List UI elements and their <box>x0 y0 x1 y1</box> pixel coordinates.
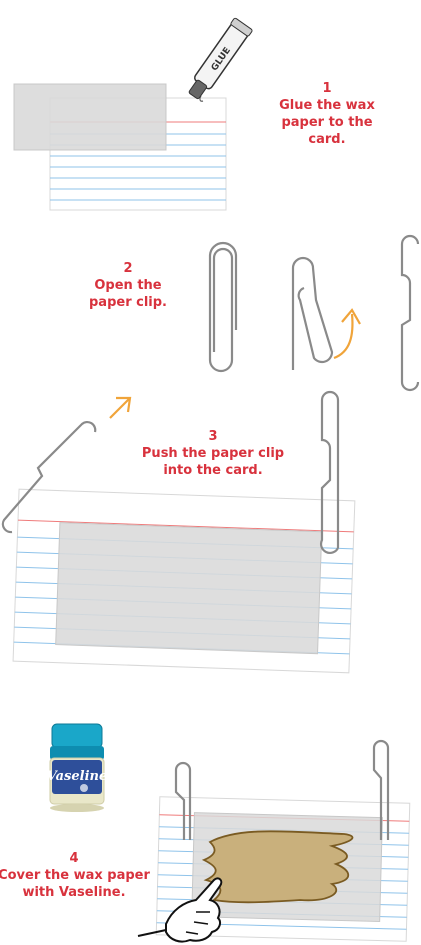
step-4-number: 4 <box>0 850 174 867</box>
step-2-text: 2 Open the paper clip. <box>68 260 188 311</box>
push-arrow-icon <box>110 398 130 418</box>
step-3-line-2: into the card. <box>98 462 328 479</box>
step-4-line-2: with Vaseline. <box>0 884 174 901</box>
step-2-line-2: paper clip. <box>68 294 188 311</box>
jar-label: Vaseline <box>47 769 108 784</box>
vaseline-smear <box>204 831 353 902</box>
step-2-number: 2 <box>68 260 188 277</box>
step-2-line-1: Open the <box>68 277 188 294</box>
vaseline-jar: Vaseline <box>47 724 108 812</box>
step-4-line-1: Cover the wax paper <box>0 867 174 884</box>
step-1-text: 1 Glue the wax paper to the card. <box>262 80 392 148</box>
step-3-line-1: Push the paper clip <box>98 445 328 462</box>
glue-tube-icon: GLUE <box>184 18 252 103</box>
step-1-line-3: card. <box>262 131 392 148</box>
step-1-number: 1 <box>262 80 392 97</box>
paper-clip-closed <box>210 243 236 371</box>
paper-clip-open <box>402 236 418 390</box>
step-3-text: 3 Push the paper clip into the card. <box>98 428 328 479</box>
step-3-number: 3 <box>98 428 328 445</box>
step1-wax-paper <box>14 84 166 150</box>
step-1-line-1: Glue the wax <box>262 97 392 114</box>
open-arrow-icon <box>334 310 360 358</box>
step3-card <box>13 489 355 673</box>
step-4-text: 4 Cover the wax paper with Vaseline. <box>0 850 174 901</box>
step-1-line-2: paper to the <box>262 114 392 131</box>
paper-clip-opening <box>293 258 332 370</box>
